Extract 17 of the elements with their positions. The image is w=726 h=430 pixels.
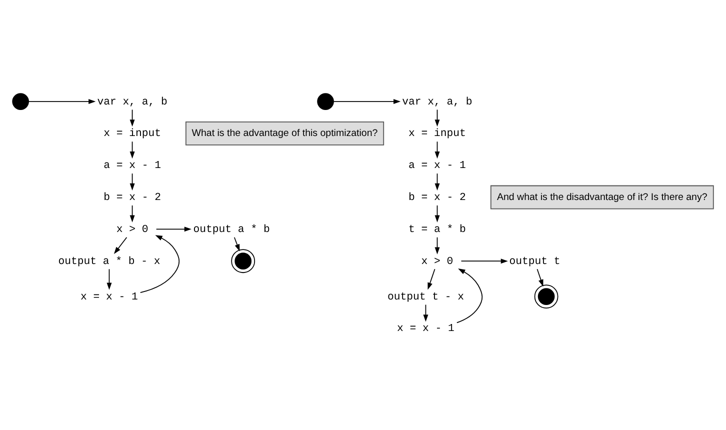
- node-text: output a * b - x: [58, 256, 160, 268]
- node-text: x = x - 1: [397, 323, 454, 336]
- node-text: a = x - 1: [104, 160, 161, 172]
- node-text: x > 0: [421, 256, 454, 268]
- node-text: var x, a, b: [402, 96, 472, 108]
- node-text: x = x - 1: [80, 291, 138, 304]
- node-text: b = x - 2: [104, 192, 161, 204]
- node-text: b = x - 2: [408, 192, 466, 204]
- node-text: x = input: [408, 128, 466, 140]
- node-text: output t - x: [387, 291, 464, 304]
- node-text: var x, a, b: [97, 96, 168, 108]
- node-text: output t: [509, 256, 560, 268]
- node-text: output a * b: [193, 224, 270, 236]
- node-text: x = input: [104, 128, 161, 140]
- node-text: t = a * b: [408, 224, 466, 236]
- node-text: x > 0: [116, 224, 148, 236]
- node-text: a = x - 1: [408, 160, 466, 172]
